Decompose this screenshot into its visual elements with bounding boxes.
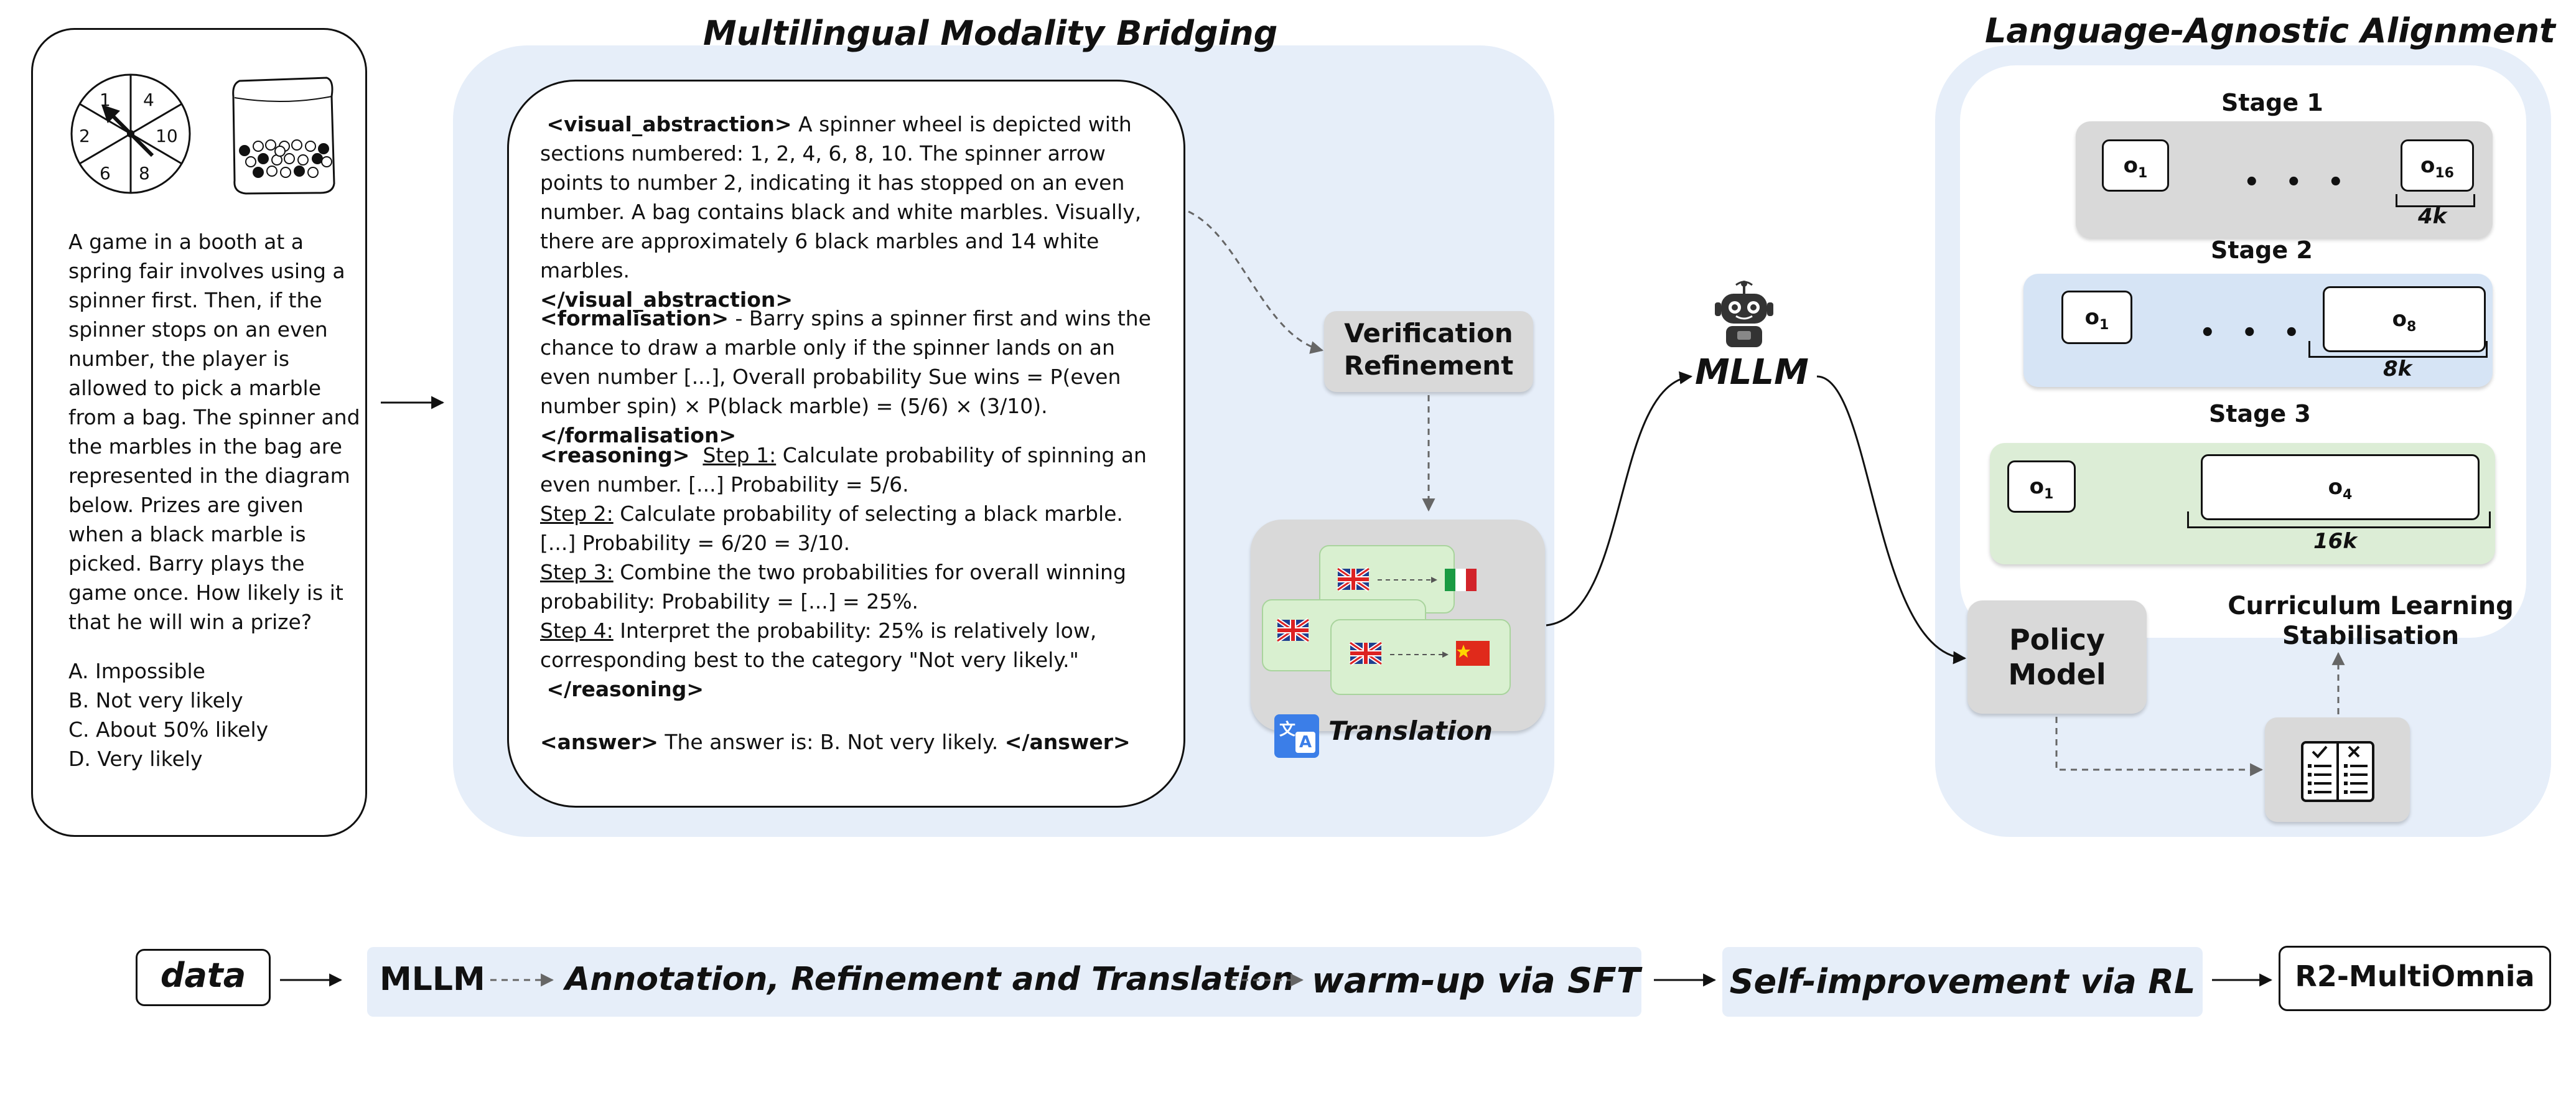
stage-1-label: Stage 1	[2221, 89, 2323, 116]
policy-model-box	[1967, 600, 2147, 714]
spinner-wheel-icon: 1 4 10 8 6 2	[70, 73, 191, 194]
robot-icon	[1715, 281, 1773, 347]
answer-section: <answer> The answer is: B. Not very like…	[540, 727, 1162, 757]
bridging-title: Multilingual Modality Bridging	[703, 14, 1278, 53]
step-2-text: Calculate probability of selecting a bla…	[540, 502, 1123, 555]
stage-2-last-output: o8	[2323, 286, 2486, 352]
visual-abstraction-open-tag: <visual_abstraction>	[546, 112, 792, 136]
pipeline-annotation-label: Annotation, Refinement and Translation	[565, 961, 1295, 998]
arrow-translation-to-mllm	[1546, 371, 1693, 627]
stage-3-tokens: 16k	[2313, 529, 2357, 554]
translation-label: Translation	[1328, 716, 1493, 746]
reasoning-close-tag: </reasoning>	[546, 677, 704, 701]
spinner-number: 8	[139, 163, 150, 184]
pipeline-rl-band	[1722, 947, 2203, 1017]
step-2-label: Step 2:	[540, 502, 614, 526]
italy-flag-icon	[1445, 569, 1477, 591]
pipeline-sft-band	[367, 947, 1641, 1017]
option-b: B. Not very likely	[68, 688, 243, 712]
answer-close-tag: </answer>	[1004, 730, 1131, 754]
formalisation-close-tag: </formalisation>	[540, 423, 737, 447]
stage-3-label: Stage 3	[2209, 400, 2311, 427]
translate-icon-glyph-source: 文	[1279, 721, 1296, 739]
policy-model-label: Policy Model	[2008, 623, 2106, 691]
arrow-policy-to-reward	[2055, 717, 2264, 777]
pipeline-result-label: R2-MultiOmnia	[2295, 959, 2535, 993]
stage-3-bracket	[2187, 511, 2491, 528]
stage-1-bracket	[2396, 194, 2475, 207]
spinner-number: 2	[79, 126, 90, 146]
arrow-mllm-to-policy	[1816, 375, 1967, 665]
spinner-number: 10	[156, 126, 178, 146]
question-text: A game in a booth at a spring fair invol…	[68, 230, 360, 634]
step-1-text: Calculate probability of spinning an eve…	[540, 443, 1147, 497]
answer-open-tag: <answer>	[540, 730, 658, 754]
stage-1-tokens: 4k	[2418, 204, 2447, 229]
visual-abstraction-section: <visual_abstraction> A spinner wheel is …	[540, 110, 1162, 314]
stage-2-first-output: o1	[2061, 291, 2132, 344]
stage-2-label: Stage 2	[2211, 236, 2313, 264]
step-4-label: Step 4:	[540, 618, 614, 643]
step-3-text: Combine the two probabilities for overal…	[540, 560, 1126, 614]
verification-label: Verification Refinement	[1343, 318, 1514, 381]
curriculum-label: Curriculum Learning Stabilisation	[2228, 592, 2514, 650]
answer-text: The answer is: B. Not very likely.	[658, 730, 1005, 754]
pipeline-data-box	[136, 949, 271, 1006]
stage-1-first-output: o1	[2102, 139, 2169, 192]
visual-abstraction-text: A spinner wheel is depicted with section…	[540, 112, 1142, 282]
pipeline-result-box	[2279, 946, 2551, 1011]
step-3-label: Step 3:	[540, 560, 614, 584]
reasoning-section: <reasoning> Step 1: Calculate probabilit…	[540, 441, 1162, 704]
step-4-text: Interpret the probability: 25% is relati…	[540, 618, 1097, 672]
reasoning-open-tag: <reasoning>	[540, 443, 690, 467]
formalisation-open-tag: <formalisation>	[540, 306, 729, 330]
step-1-label: Step 1:	[702, 443, 777, 467]
formalisation-text: - Barry spins a spinner first and wins t…	[540, 306, 1151, 418]
stage-2-dots: • • •	[2200, 319, 2308, 347]
pipeline-rl-label: Self-improvement via RL	[1729, 962, 2196, 1001]
pipeline-mllm-label: MLLM	[380, 961, 485, 998]
arrow-reasoning-to-verification	[1188, 210, 1324, 354]
alignment-title: Language-Agnostic Alignment	[1985, 11, 2555, 50]
stage-2-tokens: 8k	[2383, 357, 2412, 381]
option-c: C. About 50% likely	[68, 717, 269, 742]
stage-3-last-output: o4	[2201, 454, 2480, 520]
stage-2-bracket	[2308, 341, 2488, 358]
spinner-number: 6	[100, 163, 111, 184]
visual-abstraction-close-tag: </visual_abstraction>	[540, 287, 793, 312]
mllm-label: MLLM	[1695, 352, 1809, 393]
stage-3-first-output: o1	[2007, 460, 2076, 513]
formalisation-section: <formalisation> - Barry spins a spinner …	[540, 304, 1162, 450]
china-flag-icon	[1456, 641, 1490, 666]
stage-1-dots: • • •	[2244, 168, 2353, 197]
pipeline-data-label: data	[160, 956, 246, 995]
pipeline-warmup-label: warm-up via SFT	[1312, 961, 1640, 1001]
spinner-number: 4	[143, 90, 154, 110]
reasoning-box: <visual_abstraction> A spinner wheel is …	[507, 80, 1185, 808]
option-d: D. Very likely	[68, 747, 203, 771]
marble-bag-icon	[232, 77, 335, 195]
checklist-icon	[2301, 741, 2374, 802]
translate-icon: 文 A	[1274, 714, 1319, 758]
stage-1-last-output: o16	[2401, 139, 2474, 192]
option-a: A. Impossible	[68, 659, 205, 683]
translate-icon-glyph-target: A	[1295, 732, 1315, 753]
verification-box	[1324, 311, 1533, 392]
